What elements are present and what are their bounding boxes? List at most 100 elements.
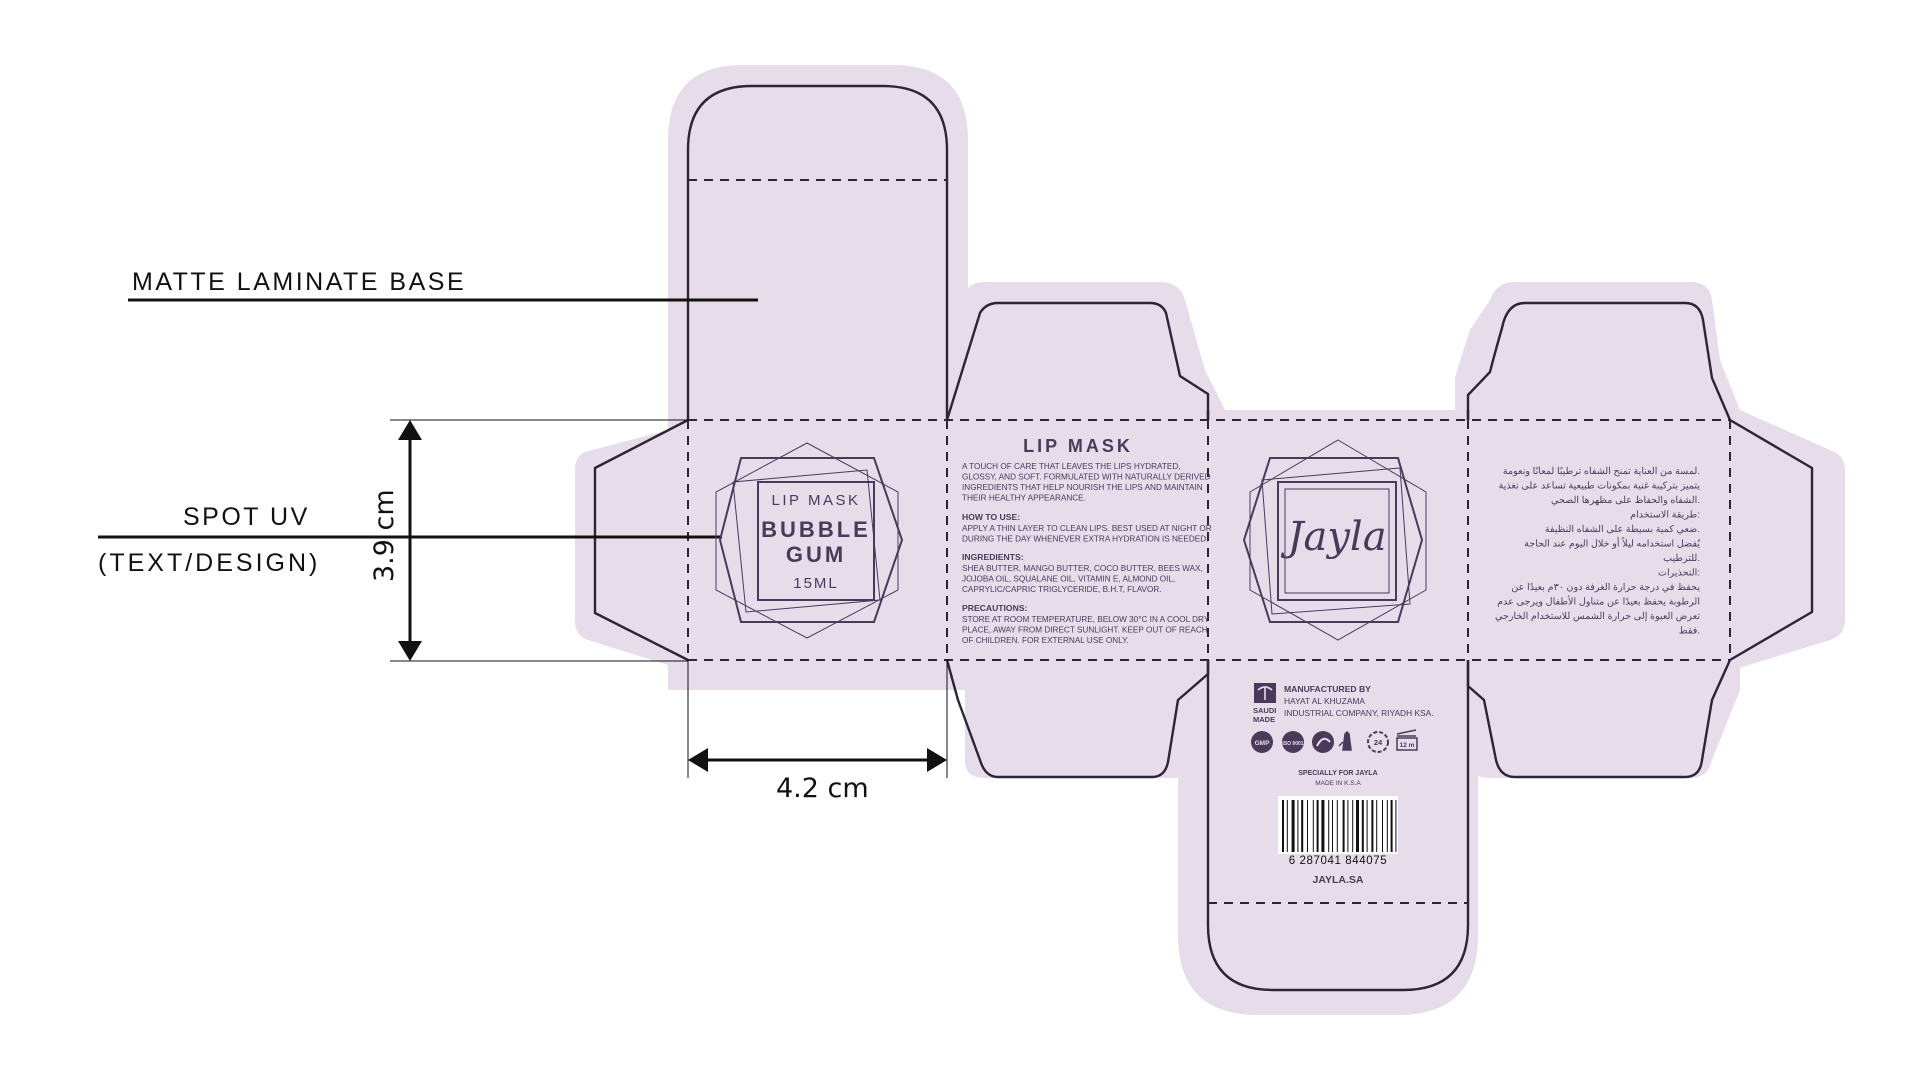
cut-left-wing [593, 418, 689, 662]
front-panel: LIP MASK BUBBLE GUM 15ML [715, 442, 904, 639]
width-dim-label: 4.2 cm [776, 773, 869, 804]
bleed-area [575, 65, 1845, 1015]
arabic-line: يُفضل استخدامه ليلاً أو خلال اليوم عند ا… [1524, 536, 1700, 549]
annotations: MATTE LAMINATE BASE SPOT UV (TEXT/DESIGN… [98, 268, 948, 804]
barcode-bar [1386, 800, 1388, 852]
arabic-panel: لمسة من العناية تمنح الشفاه ترطيبًا لمعا… [1495, 466, 1700, 637]
arabic-line: الشفاه والحفاظ على مظهرها الصحي. [1551, 495, 1700, 506]
how-to-text: APPLY A THIN LAYER TO CLEAN LIPS. BEST U… [962, 524, 1212, 544]
saudi-made-logo: SAUDI MADE [1253, 683, 1276, 724]
jar-lid-icon [1396, 729, 1417, 737]
barcode-bg [1278, 796, 1398, 854]
cut-band-edges [1206, 410, 1470, 420]
front-flavor-line2: GUM [786, 542, 846, 567]
info-title: LIP MASK [1023, 436, 1133, 456]
info-description: A TOUCH OF CARE THAT LEAVES THE LIPS HYD… [962, 462, 1211, 503]
barcode-bar [1316, 800, 1319, 852]
spot-uv-label-1: SPOT UV [183, 503, 310, 531]
jar-icon [1396, 737, 1418, 751]
brand-square-thin [1261, 467, 1411, 615]
brand-inner-frame [1277, 481, 1397, 601]
height-arrow-top [398, 420, 422, 440]
ingredients-line: JOJOBA OIL, SQUALANE OIL, VITAMIN E, ALM… [962, 575, 1175, 584]
made-in: MADE IN K.S.A [1315, 780, 1361, 787]
width-arrow-right [927, 748, 947, 772]
manufacturer-line1: HAYAT AL KHUZAMA [1284, 696, 1365, 706]
spot-uv-label-2: (TEXT/DESIGN) [98, 549, 320, 577]
cut-dust-flap-left-bottom [945, 659, 1210, 779]
info-panel: LIP MASK A TOUCH OF CARE THAT LEAVES THE… [962, 436, 1212, 645]
arabic-line: ضعي كمية بسيطة على الشفاه النظيفة. [1545, 524, 1700, 535]
description-line: A TOUCH OF CARE THAT LEAVES THE LIPS HYD… [962, 462, 1181, 471]
cut-dust-flap-right-bottom [1466, 659, 1732, 779]
fold-lines [687, 179, 1731, 904]
saudi-made-line2: MADE [1253, 715, 1275, 724]
manufactured-by: MANUFACTURED BY [1284, 684, 1371, 694]
how-to-line: DURING THE DAY WHENEVER EXTRA HYDRATION … [962, 535, 1208, 544]
brand-emblem [1242, 439, 1427, 641]
specially-for: SPECIALLY FOR JAYLA [1298, 770, 1378, 777]
cut-bottom-flap [1206, 660, 1470, 992]
front-hexagon-thin-2 [732, 469, 881, 613]
saudi-made-line1: SAUDI [1253, 706, 1276, 715]
barcode-bar [1328, 800, 1330, 852]
cut-dust-flap-right [1466, 301, 1732, 421]
barcode-bar [1307, 800, 1308, 852]
description-line: GLOSSY, AND SOFT. FORMULATED WITH NATURA… [962, 473, 1211, 482]
brand-logo: Jayla [1280, 514, 1386, 560]
cut-lines [593, 84, 1814, 992]
recycle-icon [1312, 731, 1334, 753]
ingredients-heading: INGREDIENTS: [962, 552, 1024, 562]
barcode [1282, 800, 1397, 852]
badge-12m: 12 m [1400, 742, 1415, 749]
barcode-bar [1395, 800, 1397, 852]
front-hexagon-thin-1 [715, 442, 899, 639]
gmp-badge-icon [1251, 731, 1273, 753]
arabic-line: التحذيرات: [1658, 568, 1700, 579]
brand-panel: Jayla [1242, 439, 1427, 641]
width-arrow-left [688, 748, 708, 772]
how-to-heading: HOW TO USE: [962, 512, 1020, 522]
cut-top-flap [686, 84, 949, 420]
barcode-bar [1390, 800, 1393, 852]
arabic-line: طريقة الاستخدام: [1630, 510, 1700, 521]
barcode-bar [1301, 800, 1304, 852]
precautions-text: STORE AT ROOM TEMPERATURE, BELOW 30°C IN… [962, 615, 1210, 645]
iso-badge-icon [1282, 731, 1304, 753]
recycle-icon-glyph [1316, 737, 1331, 747]
ingredients-text: SHEA BUTTER, MANGO BUTTER, COCO BUTTER, … [962, 564, 1203, 594]
description-line: THEIR HEALTHY APPEARANCE. [962, 494, 1086, 503]
front-hexagon [718, 457, 904, 623]
front-inner-frame [757, 481, 875, 601]
barcode-bar [1352, 800, 1354, 852]
palm-icon-glyph [1257, 686, 1273, 700]
badge-24: 24 [1374, 738, 1383, 747]
barcode-bar [1282, 800, 1284, 852]
arabic-line: فقط. [1679, 626, 1700, 637]
brand-hexagon [1242, 457, 1424, 623]
height-arrow-bottom [398, 641, 422, 661]
barcode-bar [1321, 800, 1325, 852]
barcode-bar [1286, 800, 1288, 852]
arabic-line: للترطيب. [1663, 553, 1700, 564]
brand-inner-frame-2 [1284, 488, 1390, 594]
precautions-line: PLACE, AWAY FROM DIRECT SUNLIGHT. KEEP O… [962, 626, 1208, 635]
arabic-line: الرطوبة يحفظ بعيدًا عن متناول الأطفال وي… [1497, 596, 1700, 608]
front-emblem [715, 442, 904, 639]
barcode-bar [1347, 800, 1349, 852]
barcode-bar [1336, 800, 1338, 852]
barcode-bar [1382, 800, 1383, 852]
bleed-dust-flap-left [965, 282, 1225, 778]
barcode-bar [1291, 800, 1295, 852]
barcode-bar [1297, 800, 1299, 852]
barcode-number: 6 287041 844075 [1289, 855, 1388, 867]
precautions-line: OF CHILDREN. FOR EXTERNAL USE ONLY. [962, 636, 1129, 645]
arabic-line: لمسة من العناية تمنح الشفاه ترطيبًا لمعا… [1503, 466, 1700, 477]
cut-dust-flap-left [945, 301, 1210, 421]
manufacturer-line2: INDUSTRIAL COMPANY, RIYADH KSA. [1284, 708, 1434, 718]
front-volume: 15ML [793, 575, 839, 592]
description-line: INGREDIENTS THAT HELP NOURISH THE LIPS A… [962, 483, 1203, 492]
arabic-line: تعرض العبوة إلى حرارة الشمس للاستخدام ال… [1495, 611, 1700, 622]
barcode-bar [1366, 800, 1368, 852]
how-to-line: APPLY A THIN LAYER TO CLEAN LIPS. BEST U… [962, 524, 1212, 533]
